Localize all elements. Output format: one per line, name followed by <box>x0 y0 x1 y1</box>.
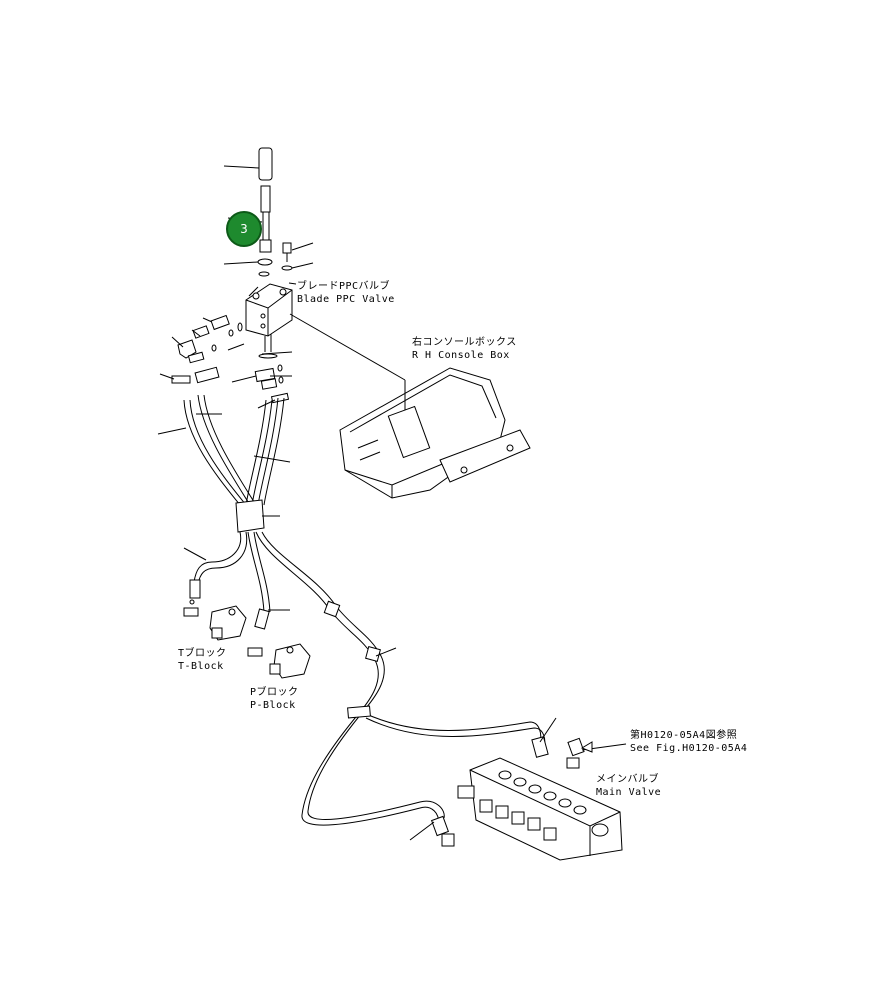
rh-console-box <box>339 367 531 499</box>
blade-ppc-label-jp: ブレードPPCバルブ <box>297 281 391 292</box>
console-label-jp: 右コンソールボックス <box>412 337 517 348</box>
main-valve-label-en: Main Valve <box>596 787 662 798</box>
leader-lines <box>157 165 627 841</box>
t-block <box>183 599 247 641</box>
lever-assembly <box>257 147 293 277</box>
hose-end-fittings <box>189 579 549 837</box>
main-valve <box>441 737 623 861</box>
p-block <box>247 643 311 679</box>
tblock-label-jp: Tブロック <box>178 648 227 659</box>
console-label-en: R H Console Box <box>412 350 510 361</box>
pblock-label-en: P-Block <box>250 700 296 711</box>
pblock-label-jp: Pブロック <box>250 687 299 698</box>
callout-3[interactable]: 3 <box>226 211 262 247</box>
valve-fittings <box>171 314 290 404</box>
tblock-label-en: T-Block <box>178 661 224 672</box>
blade-ppc-valve <box>245 283 293 359</box>
seefig-label-jp: 第H0120-05A4図参照 <box>630 730 738 741</box>
blade-ppc-label-en: Blade PPC Valve <box>297 294 395 305</box>
seefig-label-en[interactable]: See Fig.H0120-05A4 <box>630 743 748 754</box>
main-valve-label-jp: メインバルブ <box>596 774 659 785</box>
